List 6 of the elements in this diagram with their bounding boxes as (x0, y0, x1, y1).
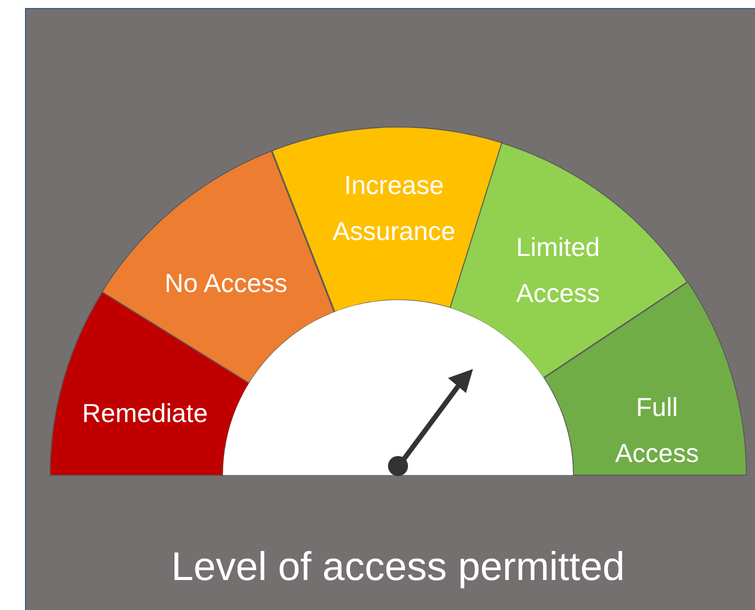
caption: Level of access permitted (170, 545, 626, 590)
segment-label: Limited Access (515, 230, 601, 310)
segment-label: Increase Assurance (332, 168, 456, 248)
segment-label: Remediate (81, 396, 209, 430)
segment-label: No Access (164, 266, 288, 300)
segment-label: Full Access (614, 390, 700, 470)
